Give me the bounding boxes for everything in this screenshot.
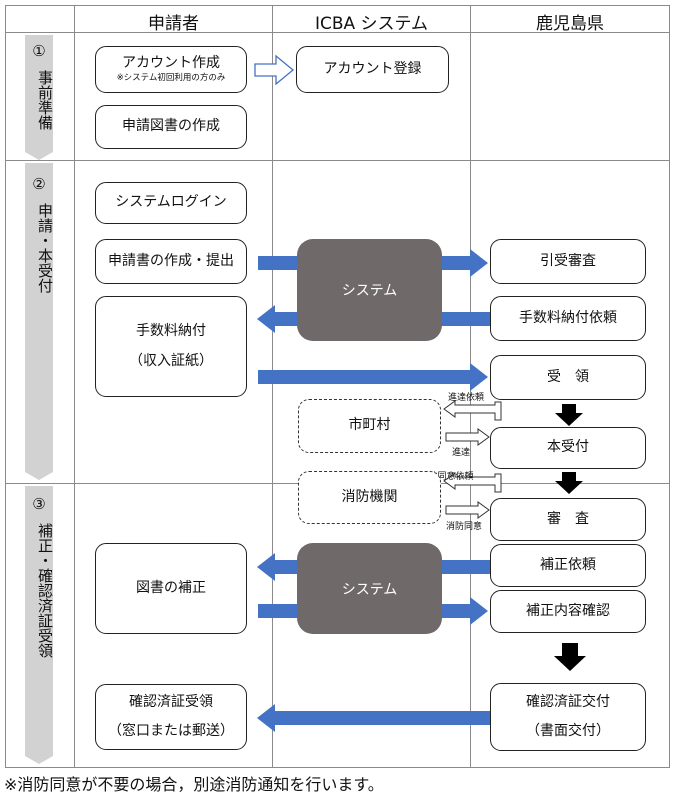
submit-label: 申請書の作成・提出 <box>108 252 234 269</box>
arrow-fixrequest-to-system <box>440 560 490 574</box>
arrow-submit-to-system <box>258 256 308 270</box>
login-box: システムログイン <box>95 182 247 224</box>
edge-fire-consent: 消防同意 <box>446 522 483 532</box>
intake-review-box: 引受審査 <box>490 239 646 284</box>
arrow-acceptance-to-review <box>555 472 583 494</box>
outline-arrow <box>254 54 295 86</box>
review-label: 審 査 <box>547 510 589 527</box>
cert-receive-label-1: 確認済証受領 <box>129 693 213 710</box>
system-block-1-label: システム <box>341 283 398 299</box>
arrow-fire-consent-request <box>443 472 502 493</box>
phase-2-label: 申請・本受付 <box>36 203 54 293</box>
review-box: 審 査 <box>490 498 646 541</box>
phase-3-label: 補正・確認済証受領 <box>36 523 54 658</box>
system-block-2-label: システム <box>341 581 398 598</box>
arrow-feerequest-to-system <box>440 312 490 326</box>
phase-1-chevron <box>25 35 53 160</box>
arrow-receipt-to-acceptance <box>555 404 583 426</box>
down-arrows <box>554 404 586 671</box>
drawing-fix-label: 図書の補正 <box>136 579 206 596</box>
header-applicant: 申請者 <box>148 14 199 34</box>
system-block-1: システム <box>297 239 442 341</box>
account-create-box: アカウント作成 ※システム初回利用の方のみ <box>95 46 247 93</box>
account-create-label: アカウント作成 <box>122 54 220 71</box>
account-register-box: アカウント登録 <box>296 46 449 93</box>
phase-2-number: ② <box>32 175 46 193</box>
receipt-box: 受 領 <box>490 355 646 400</box>
phase-3-number: ③ <box>32 495 46 513</box>
cert-issue-label-1: 確認済証交付 <box>526 693 610 710</box>
main-acceptance-label: 本受付 <box>547 439 589 456</box>
header-system: ICBA システム <box>314 14 429 34</box>
phase-3-chevron <box>25 486 53 764</box>
cert-issue-box: 確認済証交付 （書面交付） <box>490 683 646 751</box>
fix-confirm-label: 補正内容確認 <box>526 602 610 619</box>
doc-create-box: 申請図書の作成 <box>95 105 247 149</box>
arrow-fire-consent <box>445 501 490 519</box>
arrow-fee-to-receipt <box>258 363 488 391</box>
cert-issue-label-2: （書面交付） <box>526 723 610 739</box>
arrow-system-to-fixconfirm <box>440 597 488 625</box>
system-block-2: システム <box>297 543 442 634</box>
fix-request-label: 補正依頼 <box>540 556 596 573</box>
fee-label-1: 手数料納付 <box>136 323 206 339</box>
phase-1-label: 事前準備 <box>36 70 54 130</box>
login-label: システムログイン <box>115 194 227 211</box>
fee-box: 手数料納付 （収入証紙） <box>95 296 247 397</box>
arrow-progress-request <box>443 400 502 421</box>
thin-arrows <box>443 400 502 519</box>
edge-fire-consent-request: ※消防同意依頼 <box>412 472 474 482</box>
fire-dept-label: 消防機関 <box>341 488 398 505</box>
edge-progress: 進達 <box>452 448 471 458</box>
intake-review-label: 引受審査 <box>540 252 596 269</box>
account-create-note: ※システム初回利用の方のみ <box>116 73 226 84</box>
arrow-system-to-drawingfix <box>257 553 305 581</box>
arrow-fixconfirm-to-certissue <box>554 643 586 671</box>
table-grid <box>5 5 670 768</box>
arrow-certissue-to-receive <box>257 704 490 732</box>
arrow-drawingfix-to-system <box>258 604 308 618</box>
fire-dept-box: 消防機関 <box>298 471 441 524</box>
phase-2-chevron <box>25 163 53 480</box>
arrow-system-to-intake <box>440 249 488 277</box>
receipt-label: 受 領 <box>547 368 589 385</box>
footnote: ※消防同意が不要の場合，別途消防通知を行います。 <box>4 775 384 794</box>
cert-receive-box: 確認済証受領 （窓口または郵送） <box>95 684 247 750</box>
municipality-box: 市町村 <box>298 399 441 453</box>
blue-arrows <box>257 249 490 732</box>
main-acceptance-box: 本受付 <box>490 427 646 469</box>
fix-confirm-box: 補正内容確認 <box>490 590 646 633</box>
arrow-system-to-fee <box>257 305 305 333</box>
municipality-label: 市町村 <box>348 417 391 434</box>
cert-receive-label-2: （窓口または郵送） <box>108 723 234 739</box>
arrow-progress <box>445 428 490 446</box>
doc-create-label: 申請図書の作成 <box>122 118 220 135</box>
fee-request-box: 手数料納付依頼 <box>490 296 646 341</box>
header-prefecture: 鹿児島県 <box>536 14 604 34</box>
fix-request-box: 補正依頼 <box>490 544 646 587</box>
drawing-fix-box: 図書の補正 <box>95 543 247 634</box>
submit-box: 申請書の作成・提出 <box>95 239 247 284</box>
phase-1-number: ① <box>32 42 46 60</box>
fee-label-2: （収入証紙） <box>129 352 213 369</box>
account-register-label: アカウント登録 <box>323 60 422 77</box>
fee-request-label: 手数料納付依頼 <box>519 309 617 326</box>
edge-progress-request: 進達依頼 <box>448 393 485 403</box>
